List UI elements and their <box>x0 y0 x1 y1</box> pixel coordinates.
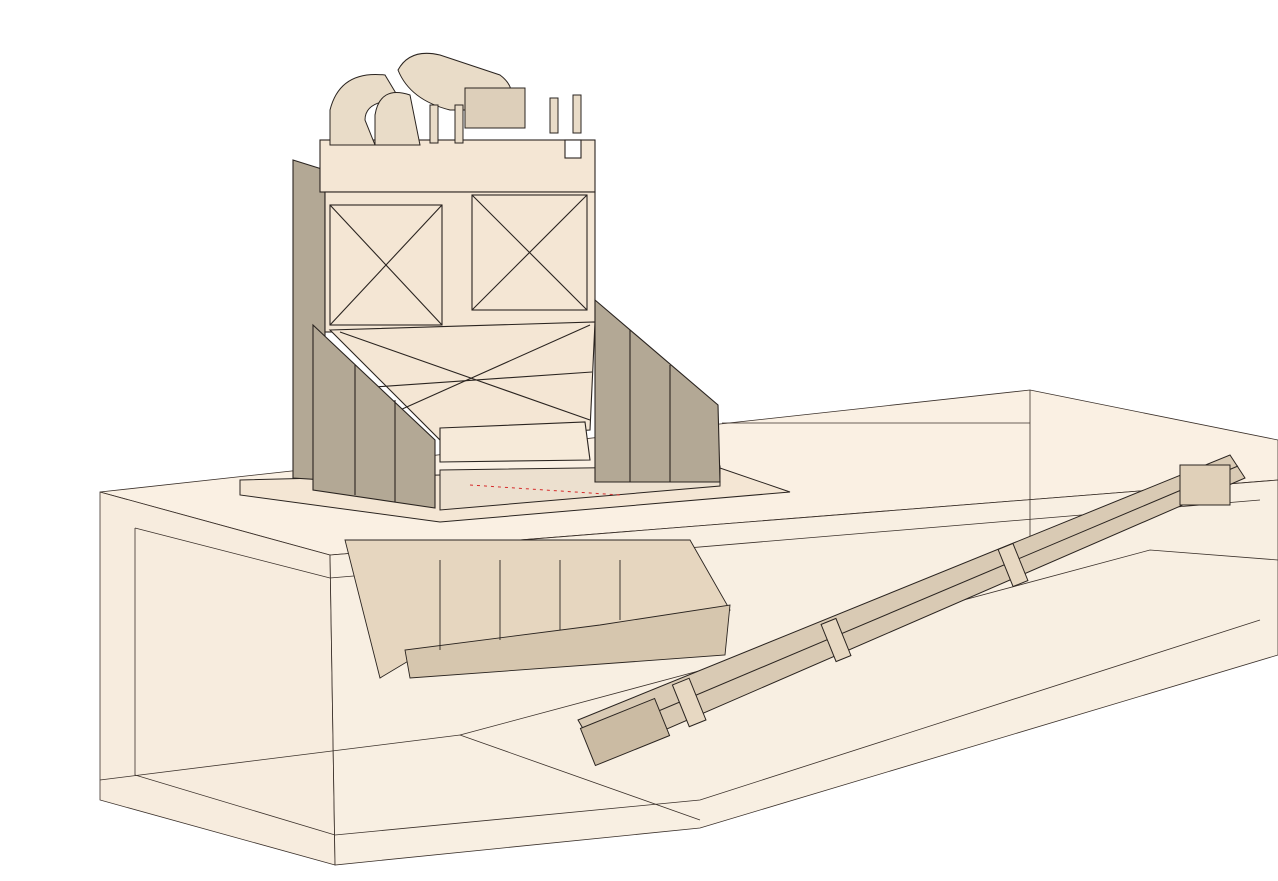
panel-cross <box>471 194 588 311</box>
conveyor-head-pulley <box>1179 464 1231 506</box>
pit-inner-edge <box>134 528 1261 836</box>
hopper-lip <box>439 421 591 463</box>
conveyor-support <box>671 677 707 728</box>
pit-floor-edge <box>459 549 1278 736</box>
conveyor-rail <box>589 465 1239 741</box>
conveyor-support <box>820 617 852 663</box>
feeder-hopper <box>344 539 731 679</box>
inspection-hatch <box>564 139 582 159</box>
pit-inner-edge <box>134 499 1261 579</box>
tower-header <box>319 139 596 193</box>
valve <box>572 94 582 134</box>
hopper-cross <box>399 324 591 411</box>
feeder-chute <box>404 604 731 679</box>
hopper-cross <box>339 331 591 421</box>
screen-tower <box>292 139 721 509</box>
ducting <box>329 52 582 146</box>
fan-motor <box>464 87 526 129</box>
conveyor-support <box>997 542 1029 588</box>
valve <box>454 104 464 144</box>
duct-elbow-left <box>329 73 401 146</box>
valve <box>549 97 559 134</box>
valve <box>429 104 439 144</box>
conveyor <box>577 454 1246 767</box>
side-wing-right <box>594 298 721 483</box>
duct-elbow-right <box>374 92 421 146</box>
hopper-line <box>359 371 593 389</box>
side-wing-left <box>312 323 436 509</box>
conveyor-drive-unit <box>579 697 671 767</box>
panel-cross <box>329 204 443 326</box>
